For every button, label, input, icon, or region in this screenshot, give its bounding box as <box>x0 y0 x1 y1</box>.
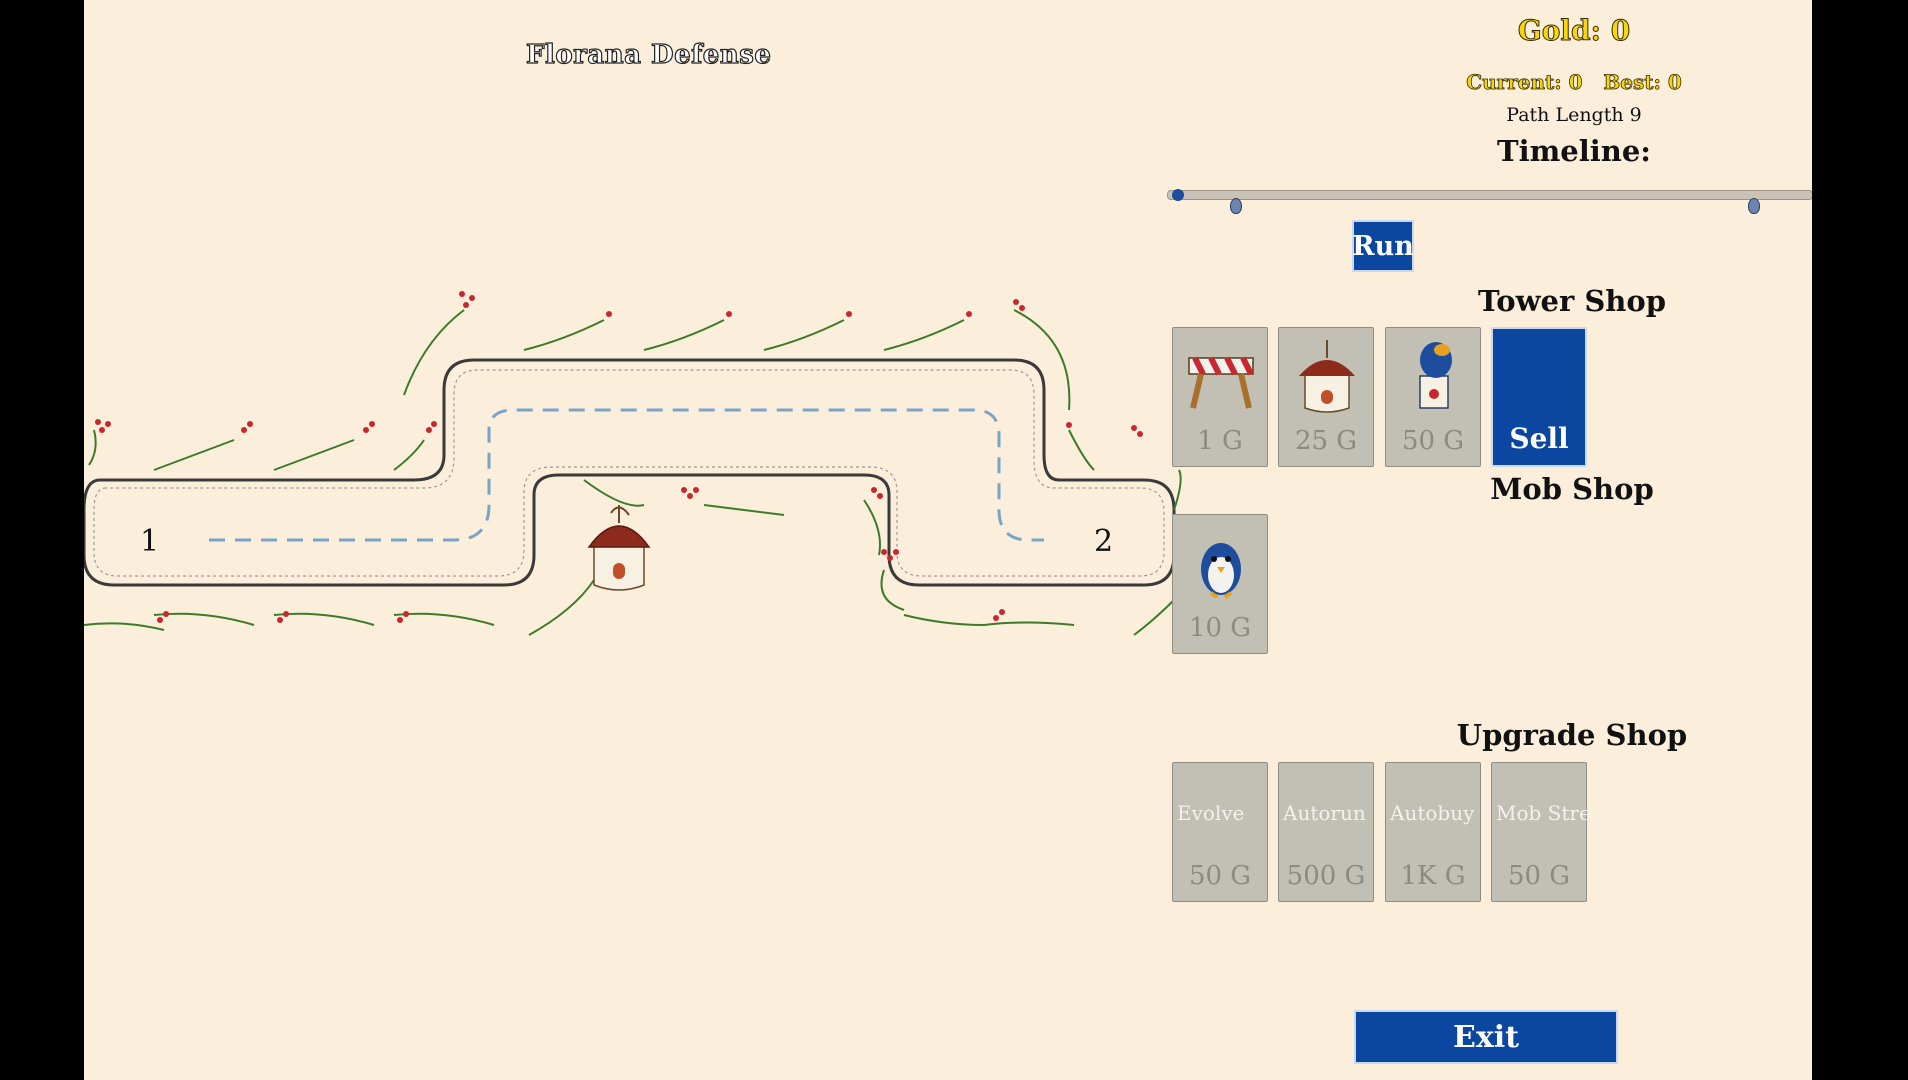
run-button[interactable]: Run <box>1352 220 1414 272</box>
road-outline <box>84 358 1176 587</box>
exit-button[interactable]: Exit <box>1354 1010 1618 1064</box>
upgrade-label: Mob Strength <box>1496 801 1590 825</box>
current-score: Current: 0 <box>1466 70 1583 95</box>
path-end-label: 2 <box>1094 524 1114 559</box>
upgrade-price: 500 G <box>1286 861 1366 891</box>
tower-price: 25 G <box>1294 426 1358 456</box>
path-start-label: 1 <box>140 524 160 559</box>
score-line: Current: 0 Best: 0 <box>1404 70 1744 95</box>
tower-card-barricade[interactable]: 1 G <box>1172 327 1268 467</box>
upgrade-card-mob-strength[interactable]: Mob Strength 50 G <box>1491 762 1590 902</box>
tower-price: 50 G <box>1401 426 1465 456</box>
mob-card-penguin[interactable]: 10 G <box>1172 514 1268 654</box>
vine-decoration <box>84 309 1182 636</box>
path-length: Path Length 9 <box>1506 104 1642 126</box>
upgrade-price: 1K G <box>1400 861 1466 891</box>
game-title: Florana Defense <box>525 39 772 70</box>
mob-price: 10 G <box>1188 613 1252 643</box>
road-inner-edge <box>93 369 1165 577</box>
best-score: Best: 0 <box>1603 70 1682 95</box>
game-canvas: Florana Defense Gold: 0 Current: 0 Best:… <box>84 0 1812 1080</box>
barricade-icon <box>1188 356 1254 409</box>
gold-counter: Gold: 0 <box>1517 14 1631 48</box>
timeline-progress-knob[interactable] <box>1172 189 1184 201</box>
upgrade-card-autorun[interactable]: Autorun 500 G <box>1278 762 1374 902</box>
timeline-label: Timeline: <box>1496 134 1651 168</box>
placed-archer-hut-icon[interactable] <box>587 505 651 591</box>
upgrade-price: 50 G <box>1507 861 1571 891</box>
upgrade-price: 50 G <box>1188 861 1252 891</box>
timeline-mob-marker <box>1748 198 1760 214</box>
upgrade-label: Autorun <box>1283 801 1366 825</box>
timeline-track[interactable] <box>1167 190 1812 200</box>
cannon-icon <box>1419 342 1452 409</box>
upgrade-label: Autobuy <box>1390 801 1475 825</box>
tower-card-archer-hut[interactable]: 25 G <box>1278 327 1374 467</box>
tower-price: 1 G <box>1197 426 1243 456</box>
sell-label: Sell <box>1509 422 1569 455</box>
timeline-mob-marker <box>1230 198 1242 214</box>
archer-hut-icon <box>1299 340 1355 413</box>
path-map <box>84 291 1182 636</box>
mob-shop-title: Mob Shop <box>1490 472 1654 506</box>
sell-button[interactable]: Sell <box>1491 327 1587 467</box>
upgrade-label: Evolve <box>1177 801 1245 825</box>
upgrade-shop-title: Upgrade Shop <box>1456 718 1688 752</box>
berry-decoration <box>95 291 1143 623</box>
upgrade-card-autobuy[interactable]: Autobuy 1K G <box>1385 762 1481 902</box>
upgrade-card-evolve[interactable]: Evolve 50 G <box>1172 762 1268 902</box>
tower-card-cannon[interactable]: 50 G <box>1385 327 1481 467</box>
tower-shop-title: Tower Shop <box>1477 284 1667 318</box>
penguin-icon <box>1201 543 1241 599</box>
